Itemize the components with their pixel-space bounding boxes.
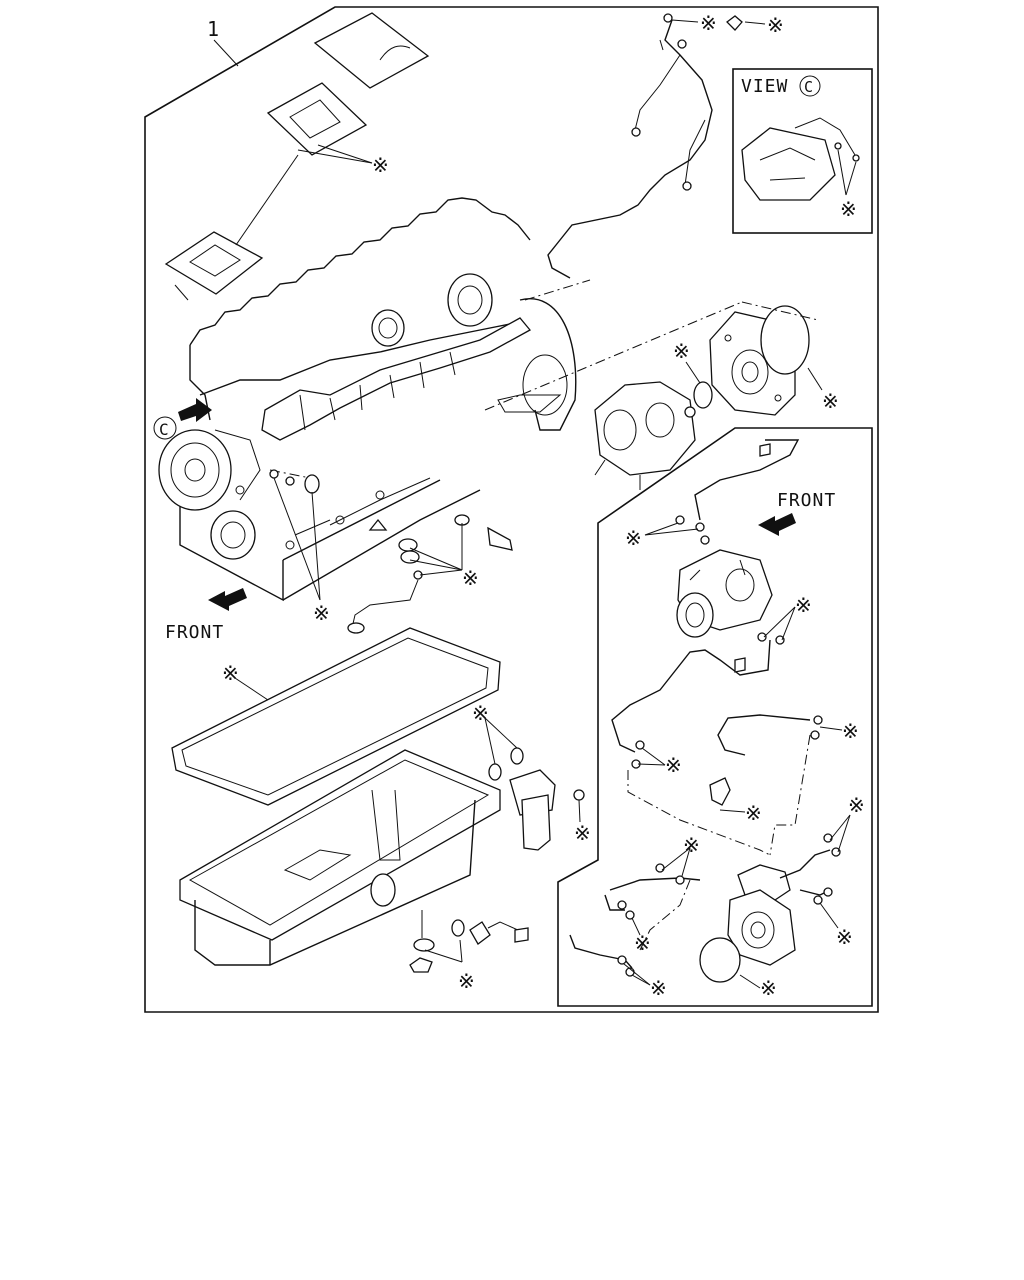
asterisk-icon: ※ [372, 153, 389, 177]
asterisk-icon: ※ [472, 701, 489, 725]
asterisk-icon: ※ [848, 793, 865, 817]
asterisk-icon: ※ [836, 925, 853, 949]
asterisk-icon: ※ [634, 931, 651, 955]
view-arrow-icon [178, 398, 212, 422]
asterisk-icon: ※ [574, 821, 591, 845]
front-label: FRONT [165, 622, 224, 643]
asterisk-icon: ※ [222, 661, 239, 685]
oil-filter [488, 747, 585, 851]
oil-pan-gasket [171, 627, 501, 806]
asterisk-icon: ※ [795, 593, 812, 617]
pump-o-ring [693, 381, 713, 409]
view-c-inset [732, 68, 873, 234]
asterisk-icon: ※ [458, 969, 475, 993]
asterisk-icon: ※ [822, 389, 839, 413]
water-pump [727, 864, 796, 966]
turbo-inset-frame [557, 427, 873, 1007]
oil-pan [179, 749, 501, 966]
asterisk-icon: ※ [313, 601, 330, 625]
main-frame [144, 6, 879, 1013]
asterisk-icon: ※ [462, 566, 479, 590]
asterisk-icon: ※ [767, 13, 784, 37]
view-c-bracket [741, 117, 860, 201]
fuel-return-harness [547, 19, 713, 279]
asterisk-icon: ※ [840, 197, 857, 221]
asterisk-icon: ※ [760, 976, 777, 1000]
injection-pump [594, 381, 696, 490]
asterisk-icon: ※ [665, 753, 682, 777]
asterisk-icon: ※ [745, 801, 762, 825]
view-label: VIEW [741, 76, 788, 97]
view-c-marker [153, 416, 177, 440]
asterisk-icon: ※ [842, 719, 859, 743]
inset-front-arrow-icon [758, 513, 796, 536]
asterisk-icon: ※ [673, 339, 690, 363]
asterisk-icon: ※ [625, 526, 642, 550]
intake-cover-plate [313, 12, 430, 89]
asterisk-icon: ※ [683, 833, 700, 857]
turbocharger [676, 549, 773, 638]
callout-number: 1 [207, 17, 219, 41]
view-letter: C [804, 78, 813, 96]
inset-front-label: FRONT [777, 490, 836, 511]
front-arrow-icon [208, 588, 247, 611]
view-c-marker-letter: C [159, 420, 169, 439]
asterisk-icon: ※ [650, 976, 667, 1000]
water-pump-gasket [699, 937, 741, 983]
engine-block [158, 197, 577, 602]
intake-gasket-plate [266, 82, 368, 156]
housing-gasket [760, 305, 810, 375]
intake-lower-gasket [164, 231, 264, 301]
asterisk-icon: ※ [700, 11, 717, 35]
